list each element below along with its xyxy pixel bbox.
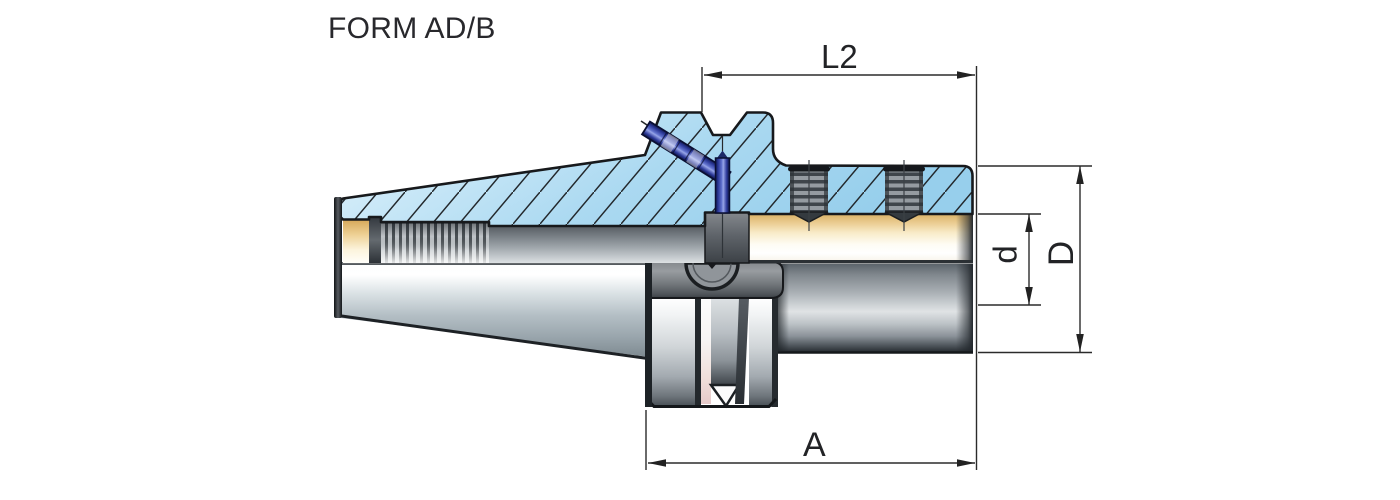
gold-band-bottom-line <box>749 260 973 264</box>
pullstud-bore-entry <box>343 219 369 263</box>
setscrew-hole-1 <box>788 160 830 231</box>
coolant-channel <box>640 120 732 214</box>
D-arrow-bottom <box>1076 334 1084 352</box>
coolant-exit-block <box>704 211 750 264</box>
dimension-label-a: A <box>803 426 826 464</box>
d-arrow-top <box>1025 214 1033 232</box>
v-flange-external <box>645 261 784 409</box>
flange-highlight-band <box>701 298 711 404</box>
flange-band-right <box>749 298 772 407</box>
flange-groove-center <box>711 298 739 385</box>
taper-cone-lower <box>337 264 650 357</box>
d-arrow-bottom <box>1025 287 1033 305</box>
dimension-label-d-small: d <box>986 245 1024 264</box>
flange-groove-edge-left <box>695 298 701 407</box>
bore-step-block <box>369 217 381 263</box>
dimension-label-l2: L2 <box>821 38 858 75</box>
arbor-bore-gold-band <box>749 214 973 263</box>
vertical-channel <box>714 157 731 214</box>
flange-left-edge <box>645 262 652 407</box>
drive-slot-semicircle <box>684 261 740 291</box>
drive-slot-inner-arc <box>692 262 732 283</box>
flange-groove-edge-right <box>735 298 749 404</box>
flange-band-left <box>651 298 695 407</box>
external-view-lower-half <box>337 261 973 409</box>
a-arrow-left <box>648 459 666 467</box>
internal-thread <box>381 221 489 263</box>
l2-arrow-right <box>957 71 975 79</box>
flange-v-notch <box>708 383 742 409</box>
dimension-arrows <box>648 71 1084 467</box>
l2-arrow-left <box>704 71 722 79</box>
page-title: FORM AD/B <box>328 12 496 45</box>
section-view-upper-half <box>334 111 974 318</box>
shank-bore-cavity <box>489 226 705 263</box>
gold-band-right-edge <box>956 214 973 263</box>
taper-cone-bottom-outline <box>337 314 649 360</box>
D-arrow-top <box>1076 166 1084 184</box>
setscrew-hole-2 <box>883 160 925 231</box>
a-arrow-right <box>957 459 975 467</box>
rear-cylinder-right-edge <box>956 264 973 352</box>
rear-cylinder <box>775 264 973 352</box>
flange-right-edge <box>772 262 778 407</box>
dimension-label-d-big: D <box>1042 240 1082 267</box>
taper-small-end-face <box>334 197 342 318</box>
